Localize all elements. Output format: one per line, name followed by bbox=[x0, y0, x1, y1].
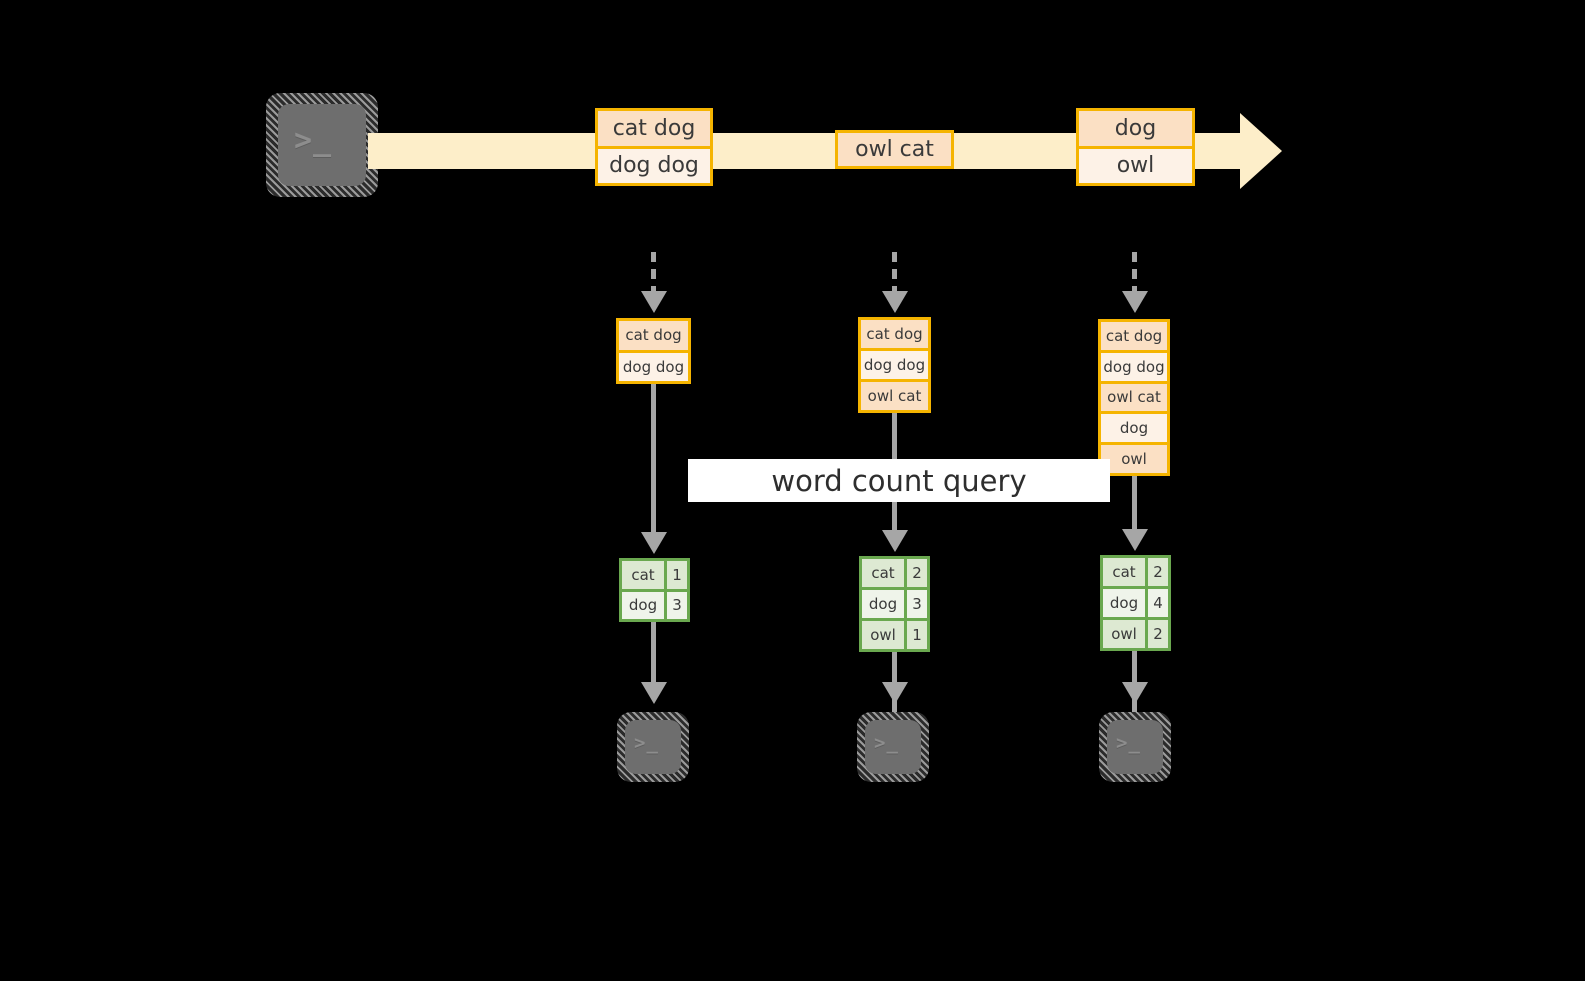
stream-batch-1-line-2: dog dog bbox=[598, 145, 710, 183]
column-2-result-word-1: cat bbox=[862, 559, 907, 587]
column-3-accumulated-line-1: cat dog bbox=[1101, 322, 1167, 350]
column-2-ingest-arrowhead-icon bbox=[882, 291, 908, 313]
column-1-accumulated-line-2: dog dog bbox=[619, 349, 688, 381]
table-row: owl 2 bbox=[1103, 617, 1168, 648]
stream-batch-3-line-1: dog bbox=[1079, 111, 1192, 146]
table-row: dog 3 bbox=[622, 588, 687, 619]
table-row: cat 2 bbox=[1103, 558, 1168, 586]
table-row: dog 3 bbox=[862, 587, 927, 618]
column-3-result-count-2: 4 bbox=[1148, 589, 1168, 617]
column-3-accumulated-line-5: owl bbox=[1101, 442, 1167, 473]
column-1-result-count-2: 3 bbox=[667, 591, 687, 619]
column-1-accumulated-line-1: cat dog bbox=[619, 321, 688, 350]
table-row: dog 4 bbox=[1103, 586, 1168, 617]
column-2-accumulated-line-2: dog dog bbox=[861, 348, 928, 379]
column-1-result-word-1: cat bbox=[622, 561, 667, 589]
terminal-screen bbox=[278, 104, 366, 186]
column-1-result-count-1: 1 bbox=[667, 561, 687, 589]
column-3-sink-terminal-icon: >_ bbox=[1099, 712, 1171, 782]
column-2-result-table: cat 2 dog 3 owl 1 bbox=[859, 556, 930, 652]
column-2-output-arrowhead-icon bbox=[882, 682, 908, 704]
column-2-accumulated-line-1: cat dog bbox=[861, 320, 928, 348]
stream-batch-2: owl cat bbox=[835, 130, 954, 169]
table-row: cat 2 bbox=[862, 559, 927, 587]
column-2-sink-terminal-icon: >_ bbox=[857, 712, 929, 782]
column-3-ingest-dashed-line bbox=[1132, 252, 1137, 294]
column-2-ingest-dashed-line bbox=[892, 252, 897, 294]
terminal-prompt-glyph: >_ bbox=[294, 123, 333, 158]
stream-arrowhead-icon bbox=[1240, 113, 1282, 189]
terminal-prompt-glyph: >_ bbox=[874, 732, 899, 754]
column-1-ingest-arrowhead-icon bbox=[641, 291, 667, 313]
column-3-output-arrowhead-icon bbox=[1122, 682, 1148, 704]
column-3-result-count-1: 2 bbox=[1148, 558, 1168, 586]
column-3-accumulated-line-3: owl cat bbox=[1101, 380, 1167, 412]
column-2-accumulated-batch: cat dog dog dog owl cat bbox=[858, 317, 931, 413]
column-3-result-count-3: 2 bbox=[1148, 620, 1168, 648]
query-label: word count query bbox=[688, 459, 1110, 502]
column-1-accumulated-batch: cat dog dog dog bbox=[616, 318, 691, 384]
column-1-output-arrowhead-icon bbox=[641, 682, 667, 704]
column-1-query-arrowhead-icon bbox=[641, 532, 667, 554]
stream-batch-1-line-1: cat dog bbox=[598, 111, 710, 146]
column-2-result-count-1: 2 bbox=[907, 559, 927, 587]
column-1-output-line bbox=[651, 622, 656, 684]
column-1-result-word-2: dog bbox=[622, 591, 667, 619]
table-row: owl 1 bbox=[862, 618, 927, 649]
column-2-result-count-2: 3 bbox=[907, 590, 927, 618]
column-1-sink-terminal-icon: >_ bbox=[617, 712, 689, 782]
column-1-query-line bbox=[651, 384, 656, 534]
column-3-result-word-3: owl bbox=[1103, 620, 1148, 648]
column-1-ingest-dashed-line bbox=[651, 252, 656, 294]
column-2-result-word-3: owl bbox=[862, 621, 907, 649]
column-3-query-arrowhead-icon bbox=[1122, 529, 1148, 551]
terminal-screen bbox=[1107, 720, 1163, 774]
stream-batch-3: dog owl bbox=[1076, 108, 1195, 186]
column-3-query-line bbox=[1132, 476, 1137, 533]
terminal-prompt-glyph: >_ bbox=[1116, 732, 1141, 754]
source-terminal-icon: >_ bbox=[266, 93, 378, 197]
column-3-result-word-1: cat bbox=[1103, 558, 1148, 586]
column-3-result-word-2: dog bbox=[1103, 589, 1148, 617]
column-2-result-count-3: 1 bbox=[907, 621, 927, 649]
column-3-ingest-arrowhead-icon bbox=[1122, 291, 1148, 313]
column-2-result-word-2: dog bbox=[862, 590, 907, 618]
terminal-screen bbox=[865, 720, 921, 774]
terminal-screen bbox=[625, 720, 681, 774]
column-2-query-arrowhead-icon bbox=[882, 530, 908, 552]
stream-batch-3-line-2: owl bbox=[1079, 145, 1192, 183]
stream-batch-2-line-1: owl cat bbox=[838, 133, 951, 166]
stream-batch-1: cat dog dog dog bbox=[595, 108, 713, 186]
terminal-prompt-glyph: >_ bbox=[634, 732, 659, 754]
column-1-result-table: cat 1 dog 3 bbox=[619, 558, 690, 622]
column-3-accumulated-line-2: dog dog bbox=[1101, 349, 1167, 381]
column-3-result-table: cat 2 dog 4 owl 2 bbox=[1100, 555, 1171, 651]
column-3-accumulated-batch: cat dog dog dog owl cat dog owl bbox=[1098, 319, 1170, 476]
column-3-accumulated-line-4: dog bbox=[1101, 411, 1167, 443]
column-2-accumulated-line-3: owl cat bbox=[861, 379, 928, 410]
table-row: cat 1 bbox=[622, 561, 687, 589]
